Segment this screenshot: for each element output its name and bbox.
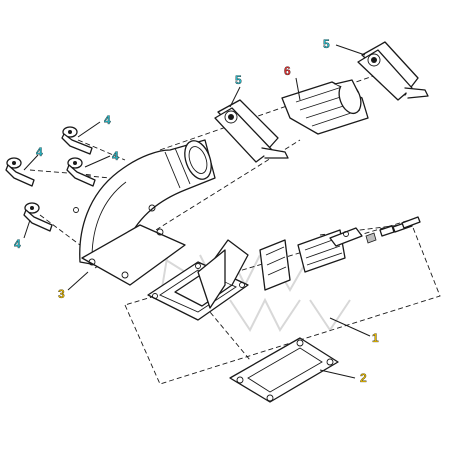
- callout-6: 6: [284, 64, 291, 78]
- bolt-top: [61, 126, 93, 155]
- callout-4c: 4: [112, 149, 119, 163]
- gasket: [229, 337, 339, 403]
- bolt-left-lower: [23, 202, 53, 232]
- callout-3: 3: [58, 287, 65, 301]
- callout-2: 2: [360, 371, 367, 385]
- callout-labels: 1 2 3 4 4 4 4 5 5 6: [14, 37, 379, 385]
- leader-lines: [23, 44, 371, 379]
- callout-5a: 5: [235, 73, 242, 87]
- bolt-left-upper: [5, 157, 35, 187]
- intake-manifold-elbow: [73, 139, 216, 286]
- reed-valve-assembly: [147, 216, 421, 321]
- callout-5b: 5: [323, 37, 330, 51]
- callout-4d: 4: [14, 237, 21, 251]
- callout-4b: 4: [36, 145, 43, 159]
- callout-1: 1: [372, 331, 379, 345]
- hose-clamp-top: [357, 41, 429, 101]
- center-lines: [29, 64, 406, 361]
- bolt-middle: [66, 157, 96, 187]
- callout-4a: 4: [104, 113, 111, 127]
- rubber-intake-boot: [281, 79, 369, 135]
- hose-clamp-middle: [214, 99, 289, 163]
